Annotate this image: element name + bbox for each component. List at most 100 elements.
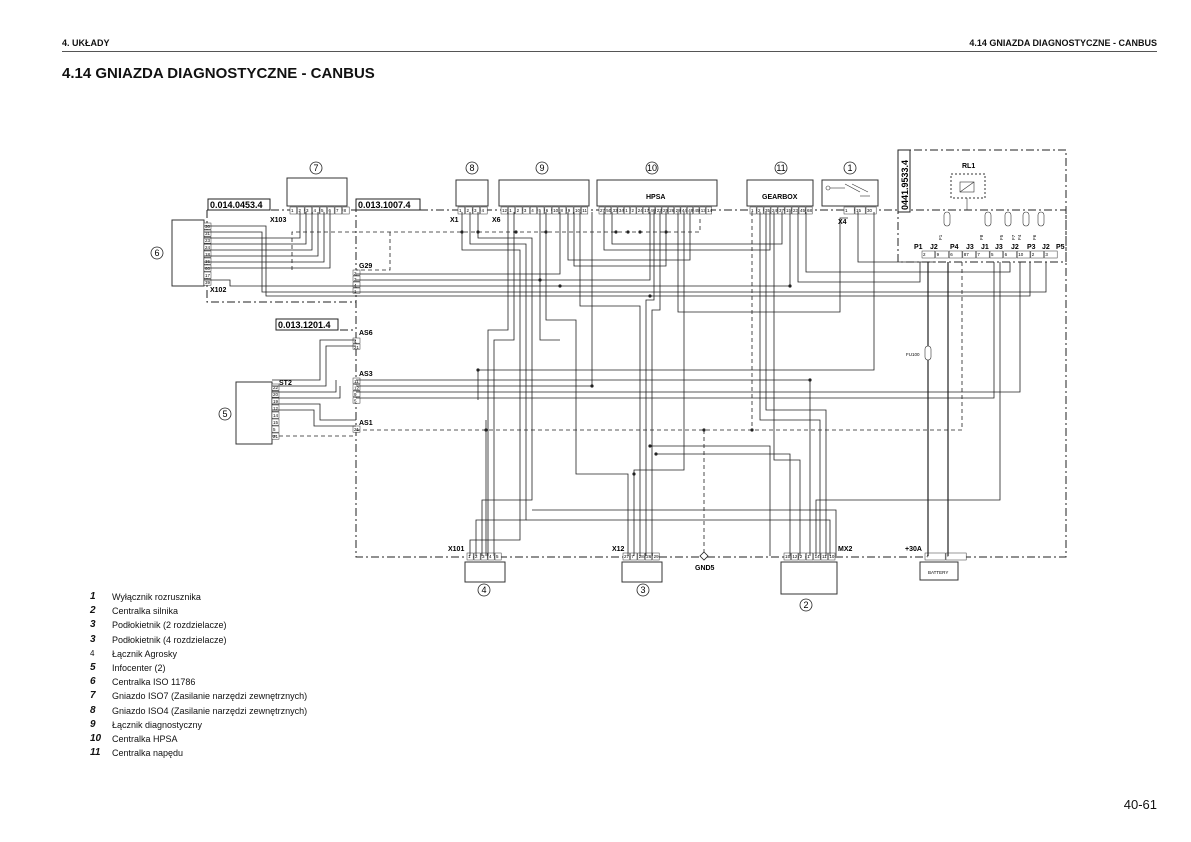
svg-text:2: 2 [803, 600, 808, 610]
callout-5: 5 [218, 407, 232, 421]
pin-cell [203, 257, 212, 265]
pin-label: 33 [613, 208, 619, 213]
junction-dot [632, 472, 636, 476]
wire-g29-2 [356, 212, 651, 281]
component-11-box [746, 179, 814, 207]
pin-cell [791, 206, 799, 215]
pin-cell [798, 552, 806, 561]
junction-dot [664, 230, 668, 234]
pin-label: 15 [856, 208, 862, 213]
wire-as3-1 [356, 379, 811, 556]
pin-label: 26 [646, 554, 652, 559]
pin-label: 3 [306, 208, 309, 213]
legend-text: Centralka silnika [112, 606, 179, 617]
svg-text:7: 7 [313, 163, 318, 173]
wire-v-2 [469, 212, 527, 556]
pin-label: 37 [779, 208, 785, 213]
pin-cell [1016, 250, 1031, 259]
pin-label: 10 [829, 554, 835, 559]
pin-label: + [926, 554, 929, 559]
pin-cell [537, 206, 545, 215]
fuse-f4 [1022, 211, 1030, 227]
pin-label: 2 [758, 208, 761, 213]
pin-cell [203, 236, 212, 244]
svg-text:10: 10 [647, 163, 657, 173]
pin-label: 2 [800, 554, 803, 559]
label-x103: X103 [270, 217, 286, 224]
pin-label: 46 [650, 208, 656, 213]
label-x6: X6 [492, 217, 501, 224]
pin-label: 14 [815, 554, 821, 559]
pin-label: 7 [336, 208, 339, 213]
wire-v-14 [651, 212, 661, 556]
wires [204, 212, 1047, 556]
pin-cell [487, 552, 495, 561]
pin-label: 1 [291, 208, 294, 213]
pin-cell [798, 206, 806, 215]
pin-cell [203, 278, 212, 286]
pin-cell [352, 343, 361, 350]
pin-label: 3 [474, 208, 477, 213]
label-x12: X12 [612, 546, 625, 553]
page-number: 40-61 [1123, 797, 1157, 812]
pin-cell [566, 206, 574, 215]
wire-v-16 [633, 212, 685, 556]
pin-label: 7 [977, 252, 980, 257]
wire-v-8 [567, 212, 691, 261]
pin-label: 9 [937, 252, 940, 257]
legend-item: 5 Infocenter (2) [90, 661, 307, 675]
pin-label: 2 [632, 208, 635, 213]
legend-text: Centralka ISO 11786 [112, 677, 196, 688]
pin-label: 45 [695, 208, 701, 213]
wire-v-10 [579, 212, 641, 556]
pin-cell [472, 206, 480, 215]
pin-cell [623, 206, 630, 215]
pin-cell [945, 552, 967, 561]
legend-num: 5 [90, 662, 96, 674]
pin-label: 12 [502, 208, 508, 213]
pin-label: 3 [524, 208, 527, 213]
label-st2: ST2 [279, 380, 292, 387]
pin-cell [352, 425, 361, 433]
wire-v-5 [493, 212, 515, 556]
pin-strip-as6: 421 [352, 337, 361, 350]
pin-label: 1 [354, 289, 357, 294]
pin-label: 6 [1005, 252, 1008, 257]
pin-label: 5 [539, 208, 542, 213]
pin-label: 3 [1045, 252, 1048, 257]
pin-cell [480, 206, 488, 215]
label-x1: X1 [450, 217, 459, 224]
pin-label: 31 [205, 231, 211, 236]
wire-g29-1 [356, 212, 561, 275]
component-7-box [286, 177, 348, 207]
label-x4: X4 [838, 219, 847, 226]
fuse-fu100 [924, 345, 932, 361]
junction-dot [476, 368, 480, 372]
pin-cell [705, 206, 712, 215]
pin-cell [805, 206, 813, 215]
pin-label: 2 [475, 554, 478, 559]
callout-1: 1 [843, 161, 857, 175]
legend-text: Infocenter (2) [112, 663, 166, 674]
relay-label: J3 [966, 244, 974, 251]
callout-8: 8 [465, 161, 479, 175]
hpsa-label: HPSA [646, 194, 665, 201]
svg-text:11: 11 [776, 163, 785, 173]
wire-st2 [272, 380, 356, 427]
component-10-box [596, 179, 718, 207]
pin-cell [271, 383, 280, 391]
wire-v-7 [545, 212, 629, 556]
relay-label: J2 [1042, 244, 1050, 251]
svg-text:9: 9 [539, 163, 544, 173]
legend-text: Centralka napędu [112, 748, 184, 759]
callout-10: 10 [645, 161, 659, 175]
pin-cell [642, 206, 649, 215]
fuse-f6 [1037, 211, 1045, 227]
